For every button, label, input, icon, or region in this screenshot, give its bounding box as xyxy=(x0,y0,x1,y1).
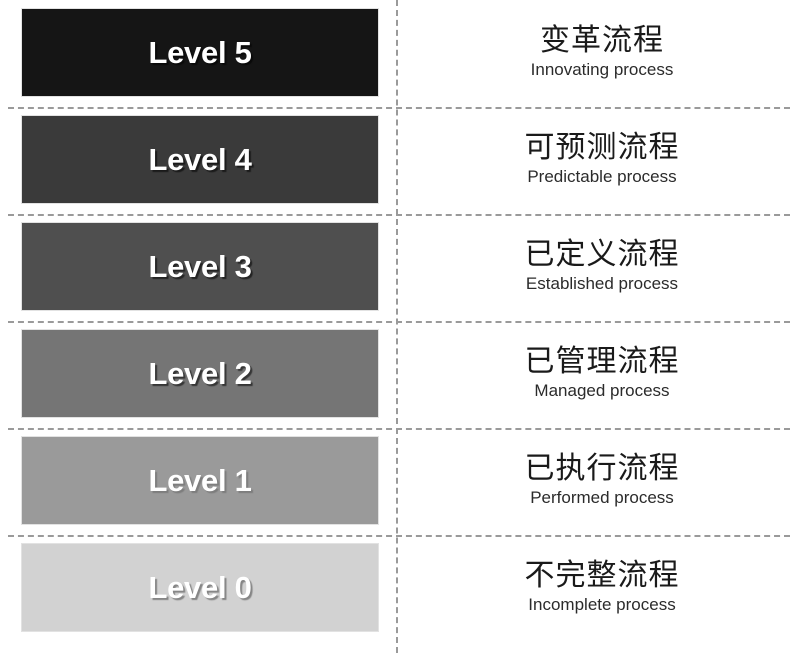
row-separator xyxy=(8,428,790,430)
level-title-cn: 变革流程 xyxy=(540,23,664,57)
column-divider xyxy=(396,0,398,653)
level-bar-level-4[interactable]: Level 4 xyxy=(21,115,379,204)
level-bar-level-1[interactable]: Level 1 xyxy=(21,436,379,525)
level-bar-label: Level 0 xyxy=(148,569,252,605)
level-bar-label: Level 5 xyxy=(148,34,252,70)
row-separator xyxy=(8,214,790,216)
level-subtitle-en: Established process xyxy=(525,274,679,294)
level-bar-label: Level 1 xyxy=(148,462,252,498)
level-bar-label: Level 2 xyxy=(148,355,252,391)
level-title-cn: 不完整流程 xyxy=(524,558,680,592)
level-bar-label: Level 4 xyxy=(148,141,252,177)
level-title-cn: 可预测流程 xyxy=(524,130,680,164)
level-row: Level 4 可预测流程 Predictable process xyxy=(0,107,801,214)
level-description-level-4: 可预测流程 Predictable process xyxy=(415,115,789,204)
level-subtitle-en: Incomplete process xyxy=(528,595,676,615)
level-row: Level 5 变革流程 Innovating process xyxy=(0,0,801,107)
level-description-level-5: 变革流程 Innovating process xyxy=(415,8,789,97)
level-bar-level-0[interactable]: Level 0 xyxy=(21,543,379,632)
row-separator xyxy=(8,321,790,323)
level-description-level-1: 已执行流程 Performed process xyxy=(415,436,789,525)
level-title-cn: 已执行流程 xyxy=(524,451,680,485)
level-bar-label: Level 3 xyxy=(148,248,252,284)
row-separator xyxy=(8,535,790,537)
level-bar-level-3[interactable]: Level 3 xyxy=(21,222,379,311)
level-title-cn: 已定义流程 xyxy=(524,237,680,271)
level-row: Level 1 已执行流程 Performed process xyxy=(0,428,801,535)
level-subtitle-en: Innovating process xyxy=(530,60,674,80)
level-subtitle-en: Managed process xyxy=(534,381,670,401)
level-description-level-2: 已管理流程 Managed process xyxy=(415,329,789,418)
level-bar-level-2[interactable]: Level 2 xyxy=(21,329,379,418)
level-subtitle-en: Predictable process xyxy=(527,167,677,187)
level-row: Level 0 不完整流程 Incomplete process xyxy=(0,535,801,642)
level-title-cn: 已管理流程 xyxy=(524,344,680,378)
level-description-level-0: 不完整流程 Incomplete process xyxy=(415,543,789,632)
level-description-level-3: 已定义流程 Established process xyxy=(415,222,789,311)
level-row: Level 2 已管理流程 Managed process xyxy=(0,321,801,428)
level-bar-level-5[interactable]: Level 5 xyxy=(21,8,379,97)
level-subtitle-en: Performed process xyxy=(530,488,674,508)
level-row: Level 3 已定义流程 Established process xyxy=(0,214,801,321)
row-separator xyxy=(8,107,790,109)
